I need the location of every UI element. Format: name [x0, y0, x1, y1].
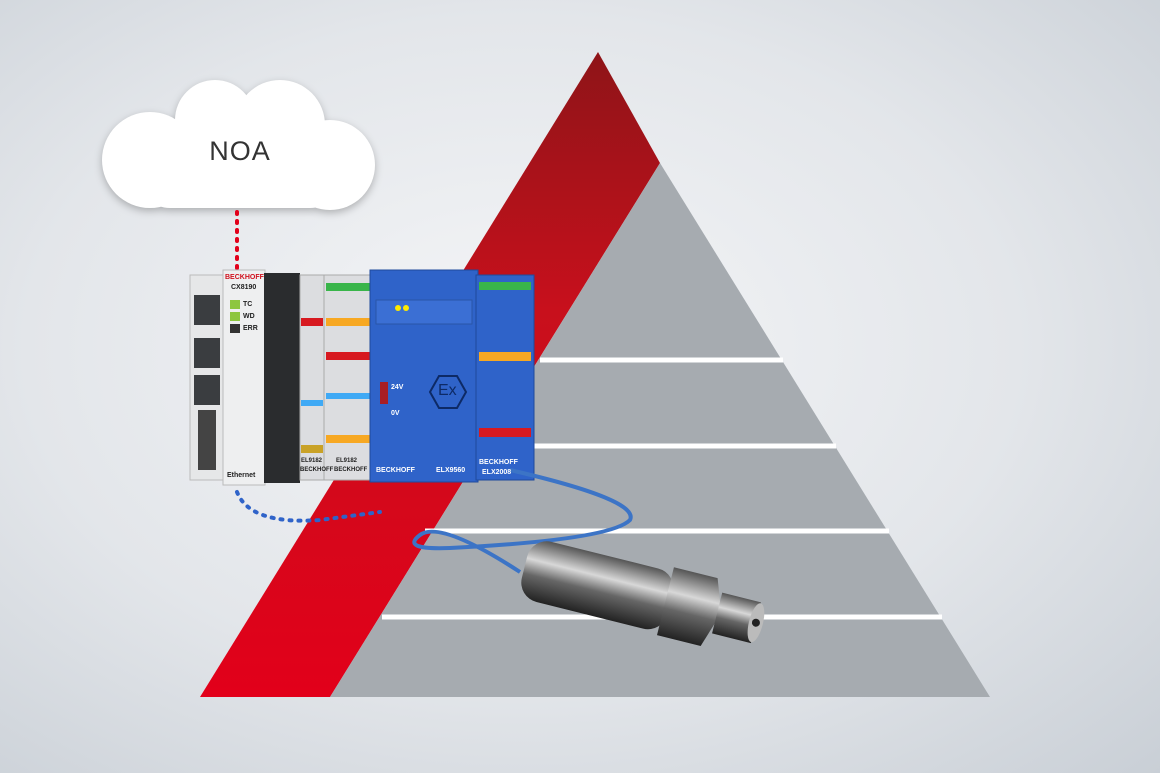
terminal-3-brand: BECKHOFF — [376, 467, 415, 474]
terminal-2-brand: BECKHOFF — [334, 467, 368, 473]
pressure-sensor — [521, 541, 765, 647]
ethernet-dotted-line — [235, 490, 382, 523]
cloud-shape — [102, 80, 375, 210]
terminal-1-label: EL9182 — [301, 458, 323, 464]
controller-model: CX8190 — [231, 284, 257, 291]
terminal-2-label: EL9182 — [336, 458, 358, 464]
pin-label-24v: 24V — [391, 384, 404, 391]
cloud-label: NOA — [209, 136, 271, 166]
terminal-elx9560 — [369, 269, 479, 483]
ethernet-port-label: Ethernet — [227, 472, 256, 479]
sensor-cable — [412, 468, 633, 574]
ex-mark: Ex — [438, 382, 457, 399]
terminal-4-label: ELX2008 — [482, 469, 512, 476]
pyramid-gray — [330, 163, 990, 697]
led-label-tc: TC — [243, 301, 253, 308]
terminal-1-brand: BECKHOFF — [300, 467, 334, 473]
terminal-3-label: ELX9560 — [436, 467, 466, 474]
terminal-elx2008 — [475, 274, 535, 481]
terminal-el9182-1 — [299, 274, 325, 481]
terminal-4-brand: BECKHOFF — [479, 459, 518, 466]
controller-cx8190 — [189, 269, 300, 486]
terminal-el9182-2 — [323, 274, 373, 481]
pin-label-0v: 0V — [391, 410, 400, 417]
controller-brand: BECKHOFF — [225, 274, 264, 281]
led-label-err: ERR — [243, 325, 258, 332]
led-label-wd: WD — [243, 313, 255, 320]
